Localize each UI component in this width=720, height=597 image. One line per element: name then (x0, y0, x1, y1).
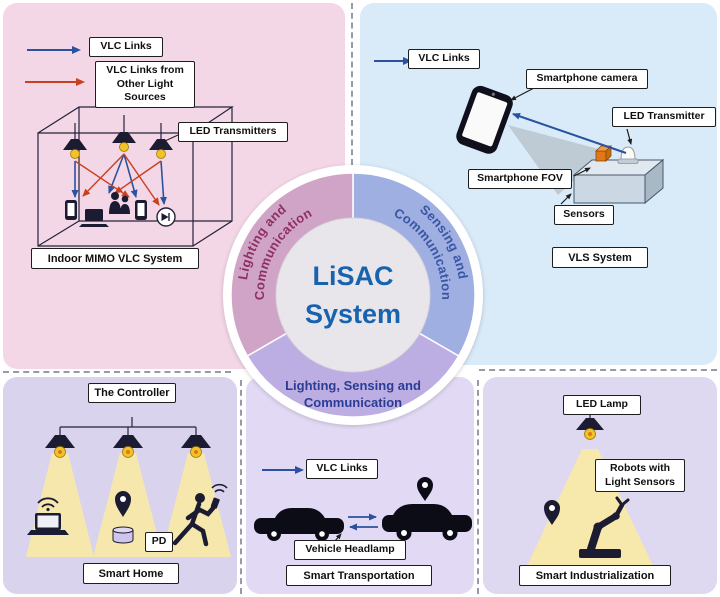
location-pin-icon (417, 477, 433, 501)
ceiling-lamp-icon (576, 413, 604, 440)
lisac-title-line2: System (305, 299, 401, 329)
light-cone (26, 453, 94, 557)
lisac-title-line1: LiSAC (313, 261, 394, 291)
vehicle-headlamp-label: Vehicle Headlamp (294, 540, 406, 560)
vls-vlc-links-label: VLC Links (408, 49, 480, 69)
ceiling-lamp-icon (113, 435, 143, 458)
robot-arm-icon (579, 496, 630, 558)
indoor-mimo-graphic (37, 106, 234, 247)
smart-transportation-caption: Smart Transportation (286, 565, 432, 587)
vlc-link-arrow-icon (27, 46, 81, 54)
ceiling-lamp-icon (112, 115, 136, 152)
photodetector-icon (156, 207, 176, 227)
smartphone-camera-label: Smartphone camera (526, 69, 648, 89)
sensors-label: Sensors (554, 205, 614, 225)
sensor-module-icon (595, 145, 612, 162)
ceiling-lamp-icon (149, 123, 173, 159)
indoor-mimo-region: VLC Links VLC Links from Other Light Sou… (3, 3, 345, 369)
divider-right-horizontal (479, 369, 717, 371)
vlc-link-beam (512, 112, 627, 154)
controller-wires (59, 417, 197, 435)
led-transmitters-label: LED Transmitters (178, 122, 288, 142)
receiver-laptop-icon (79, 209, 109, 227)
smart-industrialization-graphic (518, 413, 662, 585)
divider-left-horizontal (3, 371, 231, 373)
vls-caption: VLS System (552, 247, 648, 269)
location-pin-icon (115, 491, 131, 517)
smart-industrialization-region: LED Lamp Robots with Light Sensors Smart… (483, 377, 717, 594)
light-cone (161, 453, 231, 557)
vlc-other-arrow-icon (25, 78, 85, 86)
wifi-icon (211, 483, 228, 493)
vls-graphic (456, 85, 665, 205)
wifi-icon (37, 497, 59, 512)
smart-transportation-region: VLC Links Vehicle Headlamp Smart Transpo… (246, 377, 474, 594)
people-icon (109, 192, 130, 214)
vlc-link-arrows (71, 153, 168, 205)
smart-industrialization-caption: Smart Industrialization (519, 565, 671, 587)
smart-transportation-graphic (254, 477, 472, 542)
car-left-icon (254, 508, 344, 541)
vlc-link-arrow-icon (262, 466, 304, 474)
indoor-mimo-caption: Indoor MIMO VLC System (31, 248, 199, 270)
sensor-unit-icon (572, 158, 665, 205)
headlamp-pointer (334, 533, 342, 542)
pd-cylinder-icon (112, 526, 134, 544)
robots-light-sensors-label: Robots with Light Sensors (595, 459, 685, 493)
vlc-other-sources-label: VLC Links from Other Light Sources (95, 61, 195, 108)
led-transmitters-pointer-line (164, 134, 179, 142)
ceiling-lamp-icon (45, 435, 75, 458)
bottom-segment-label-line1: Lighting, Sensing and (285, 378, 421, 393)
smartphone-icon (456, 85, 513, 154)
bottom-segment-label-line2: Communication (304, 395, 402, 410)
ceiling-lamp-icon (181, 435, 211, 458)
led-dome-icon (617, 146, 639, 164)
smart-home-graphic (26, 417, 231, 557)
divider-bottom-right-vertical (477, 380, 479, 594)
controller-label: The Controller (88, 383, 176, 404)
divider-top-vertical (351, 3, 353, 165)
divider-bottom-left-vertical (240, 380, 242, 594)
center-inner-circle (275, 217, 431, 373)
vlc-link-arrow-icon (374, 57, 412, 65)
led-lamp-label: LED Lamp (563, 395, 641, 415)
vls-region: VLC Links Smartphone camera LED Transmit… (360, 3, 717, 365)
car-right-icon (382, 504, 472, 541)
running-person-icon (172, 483, 228, 547)
led-transmitter-label: LED Transmitter (612, 107, 716, 127)
mimo-vlc-links-label: VLC Links (89, 37, 163, 57)
transport-vlc-links-label: VLC Links (306, 459, 378, 479)
light-cone (518, 449, 662, 585)
receiver-phone-icon (65, 200, 77, 220)
smartphone-fov-cone (508, 125, 606, 195)
laptop-icon (27, 513, 69, 535)
lisac-center-diagram: Lighting and Communication Sensing and C… (223, 165, 483, 425)
location-pin-icon (544, 500, 560, 525)
other-light-source-arrows (74, 153, 162, 206)
label-pointer-arrows (510, 87, 633, 205)
smart-home-region: The Controller PD Smart Home (3, 377, 237, 594)
ceiling-lamp-icon (63, 123, 87, 159)
vlc-link-arrows-between-cars (348, 513, 378, 531)
receiver-phone-icon (135, 200, 147, 220)
smart-home-caption: Smart Home (83, 563, 179, 585)
pd-label: PD (145, 532, 173, 552)
smartphone-fov-label: Smartphone FOV (468, 169, 572, 189)
